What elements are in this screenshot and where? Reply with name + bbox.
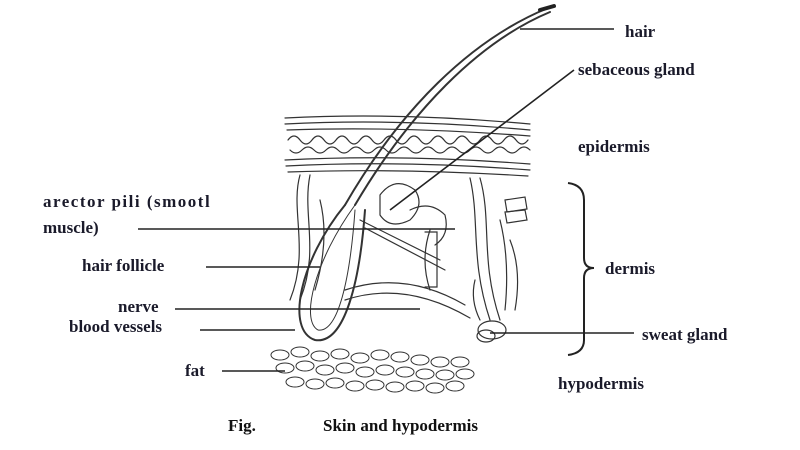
- figure-caption-title: Skin and hypodermis: [323, 416, 478, 435]
- fat-cells: [270, 346, 475, 394]
- leader-sebaceous-gland: [389, 69, 575, 211]
- sebaceous-gland-shape: [359, 183, 447, 291]
- hair-follicle-shape: [298, 204, 366, 342]
- dermis-brace: [567, 182, 595, 356]
- label-sweat-gland: sweat gland: [642, 325, 728, 344]
- label-nerve: nerve: [118, 297, 159, 316]
- label-epidermis: epidermis: [578, 137, 650, 156]
- figure-caption-prefix: Fig.: [228, 416, 256, 435]
- label-hypodermis: hypodermis: [558, 374, 644, 393]
- label-hair-follicle: hair follicle: [82, 256, 165, 275]
- label-arrector-pili-line1: arector pili (smootl: [43, 192, 212, 211]
- label-hair: hair: [625, 22, 656, 41]
- dermis-layer: [289, 174, 528, 321]
- epidermis-layer: [284, 115, 531, 177]
- label-fat: fat: [185, 361, 205, 380]
- label-blood-vessels: blood vessels: [69, 317, 163, 336]
- label-sebaceous-gland: sebaceous gland: [578, 60, 695, 79]
- hair-shaft: [344, 7, 551, 206]
- label-arrector-pili-line2: muscle): [43, 218, 99, 237]
- sweat-gland-shape: [472, 279, 507, 343]
- label-dermis: dermis: [605, 259, 656, 278]
